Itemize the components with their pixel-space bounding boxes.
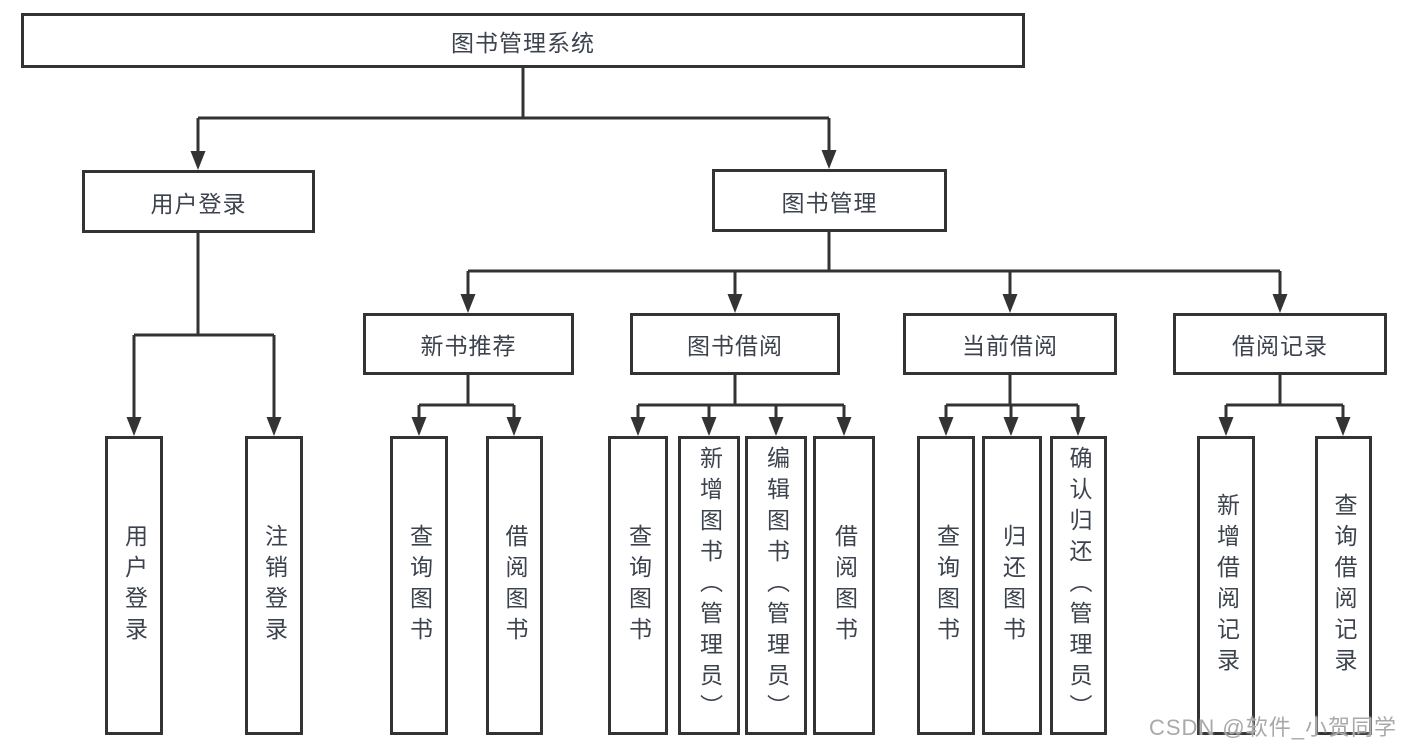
arrowhead	[1272, 294, 1288, 313]
arrowhead	[821, 150, 837, 169]
arrowhead	[630, 417, 646, 436]
csdn-watermark: CSDN @软件_小贺同学	[1148, 715, 1397, 740]
arrowhead	[836, 417, 852, 436]
leaf-add-borrow-record: 新增借阅记录	[1197, 436, 1255, 735]
edge-root-trunk	[196, 68, 831, 153]
leaf-query-borrow-record: 查询借阅记录	[1315, 436, 1372, 735]
leaf-logout: 注销登录	[245, 436, 303, 735]
node-user-login-branch: 用户登录	[82, 170, 315, 233]
arrowhead	[506, 417, 522, 436]
leaf-add-book-admin: 新增图书（管理员）	[678, 436, 740, 735]
edge-book-mgmt-trunk	[466, 232, 1282, 296]
leaf-query-books-rec: 查询图书	[390, 436, 448, 735]
arrowhead	[1070, 417, 1086, 436]
edge-book-borrow-trunk	[636, 375, 846, 419]
arrowheads	[126, 150, 1351, 436]
arrowhead	[1002, 294, 1018, 313]
edge-current-borrow-trunk	[944, 375, 1080, 419]
node-new-book-recommendation: 新书推荐	[363, 313, 574, 375]
arrowhead	[460, 294, 476, 313]
node-library-management-system: 图书管理系统	[21, 13, 1025, 68]
leaf-query-books-borrow: 查询图书	[608, 436, 668, 735]
arrowhead	[768, 417, 784, 436]
leaf-return-book: 归还图书	[982, 436, 1042, 735]
arrowhead	[938, 417, 954, 436]
leaf-confirm-return-admin: 确认归还（管理员）	[1050, 436, 1107, 735]
leaf-borrow-books-rec: 借阅图书	[486, 436, 543, 735]
arrowhead	[190, 151, 206, 170]
arrowhead	[727, 294, 743, 313]
leaf-edit-book-admin: 编辑图书（管理员）	[745, 436, 807, 735]
edge-new-rec-trunk	[417, 375, 516, 419]
arrowhead	[411, 417, 427, 436]
arrowhead	[1003, 417, 1019, 436]
leaf-query-books-current: 查询图书	[917, 436, 975, 735]
edge-user-login-trunk	[132, 233, 276, 419]
node-book-borrowing: 图书借阅	[630, 313, 840, 375]
edge-borrow-records-trunk	[1224, 375, 1345, 419]
arrowhead	[701, 417, 717, 436]
node-current-borrowing: 当前借阅	[903, 313, 1117, 375]
arrowhead	[126, 417, 142, 436]
node-borrowing-records: 借阅记录	[1173, 313, 1387, 375]
node-book-management-branch: 图书管理	[712, 169, 947, 232]
leaf-borrow-books: 借阅图书	[813, 436, 875, 735]
arrowhead	[1335, 417, 1351, 436]
arrowhead	[266, 417, 282, 436]
leaf-user-login: 用户登录	[105, 436, 163, 735]
arrowhead	[1218, 417, 1234, 436]
